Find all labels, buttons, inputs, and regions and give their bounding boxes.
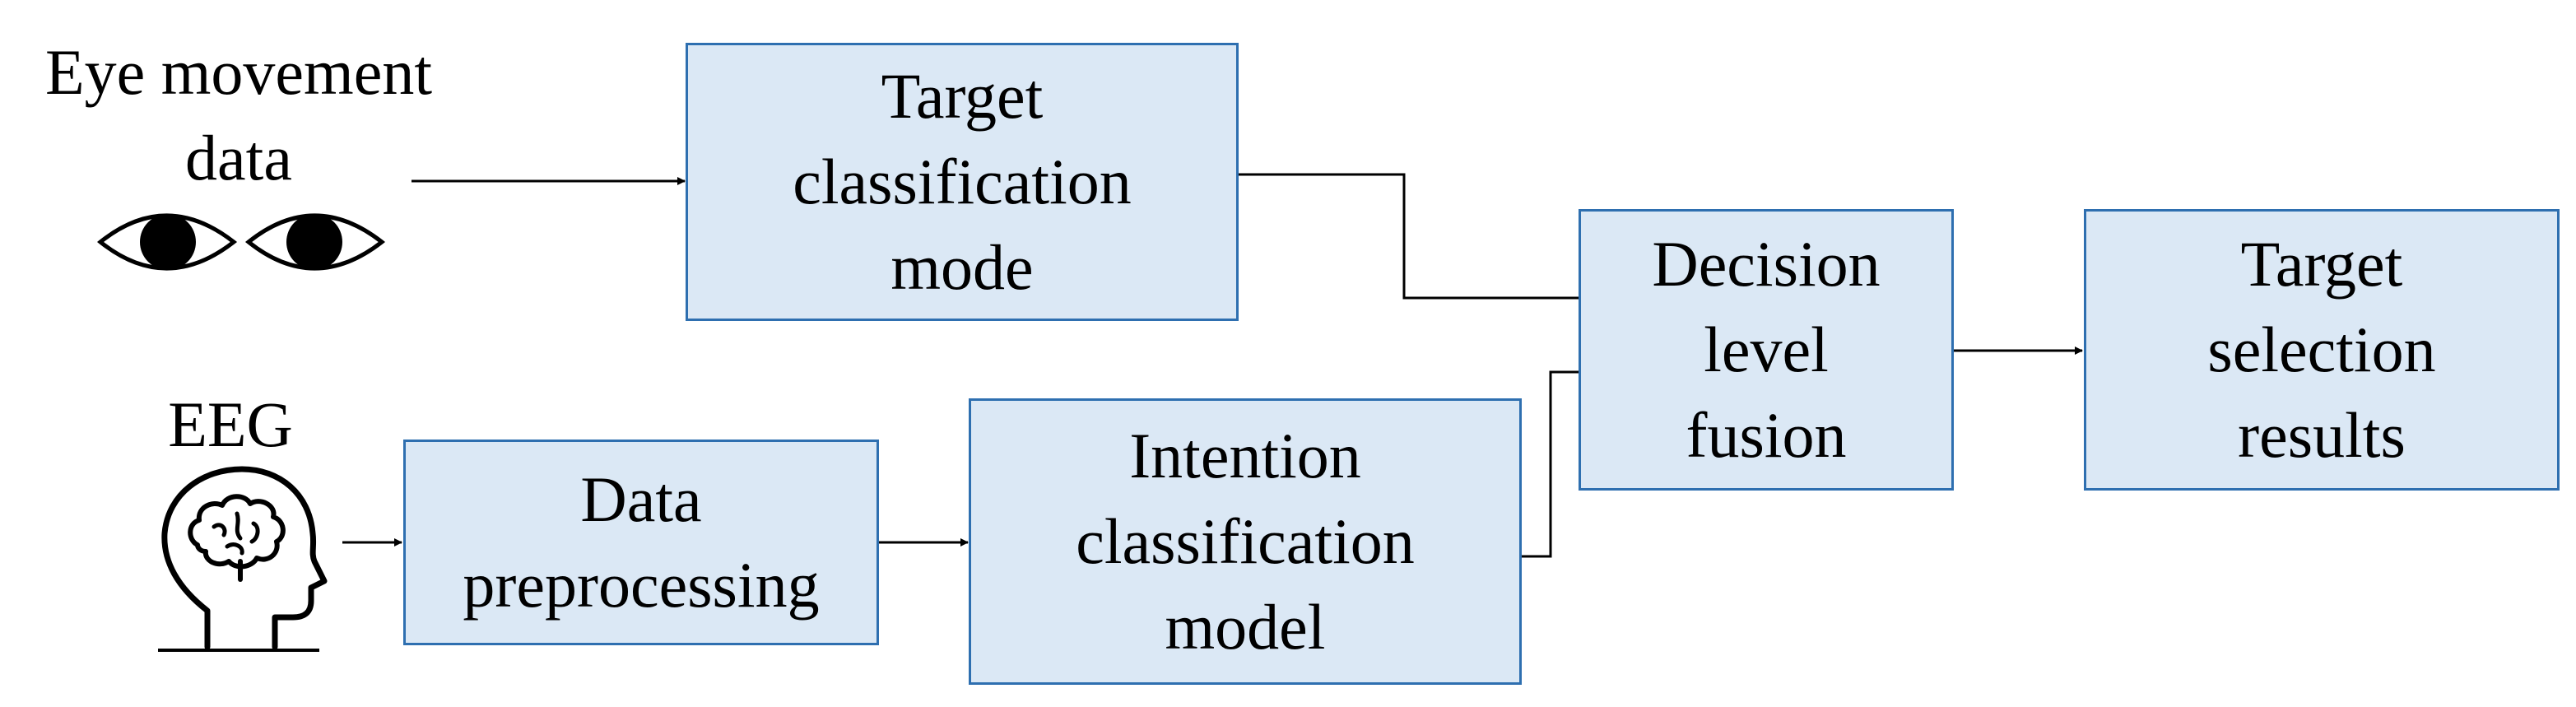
head-brain-icon	[158, 466, 328, 652]
target-classification-mode-box: Target classification mode	[686, 43, 1239, 321]
intention-classification-line-3: model	[1165, 591, 1326, 663]
intention-classification-line-1: Intention	[1129, 420, 1361, 491]
eye-movement-label-line-2: data	[185, 122, 292, 193]
line-intention-to-fusion	[1521, 370, 1579, 558]
data-preprocessing-line-1: Data	[580, 463, 702, 535]
target-classification-line-3: mode	[890, 231, 1034, 303]
eeg-label-text: EEG	[168, 388, 293, 460]
eyes-icon	[97, 213, 385, 271]
eeg-label: EEG	[140, 382, 321, 467]
intention-classification-model-box: Intention classification model	[969, 398, 1522, 685]
target-selection-line-1: Target	[2240, 228, 2403, 300]
target-selection-results-box: Target selection results	[2084, 209, 2560, 491]
decision-fusion-line-1: Decision	[1652, 228, 1881, 300]
intention-classification-line-2: classification	[1076, 505, 1415, 577]
line-target-classification-to-fusion	[1238, 173, 1579, 300]
decision-fusion-line-3: fusion	[1686, 399, 1847, 471]
data-preprocessing-box: Data preprocessing	[403, 440, 879, 645]
target-classification-line-1: Target	[881, 60, 1044, 132]
target-classification-line-2: classification	[793, 146, 1132, 217]
target-selection-line-2: selection	[2207, 314, 2436, 385]
data-preprocessing-line-2: preprocessing	[463, 549, 820, 621]
target-selection-line-3: results	[2238, 399, 2406, 471]
decision-fusion-line-2: level	[1704, 314, 1829, 385]
eye-movement-label: Eye movement data	[0, 30, 477, 201]
decision-level-fusion-box: Decision level fusion	[1579, 209, 1954, 491]
eye-movement-label-line-1: Eye movement	[44, 36, 433, 108]
